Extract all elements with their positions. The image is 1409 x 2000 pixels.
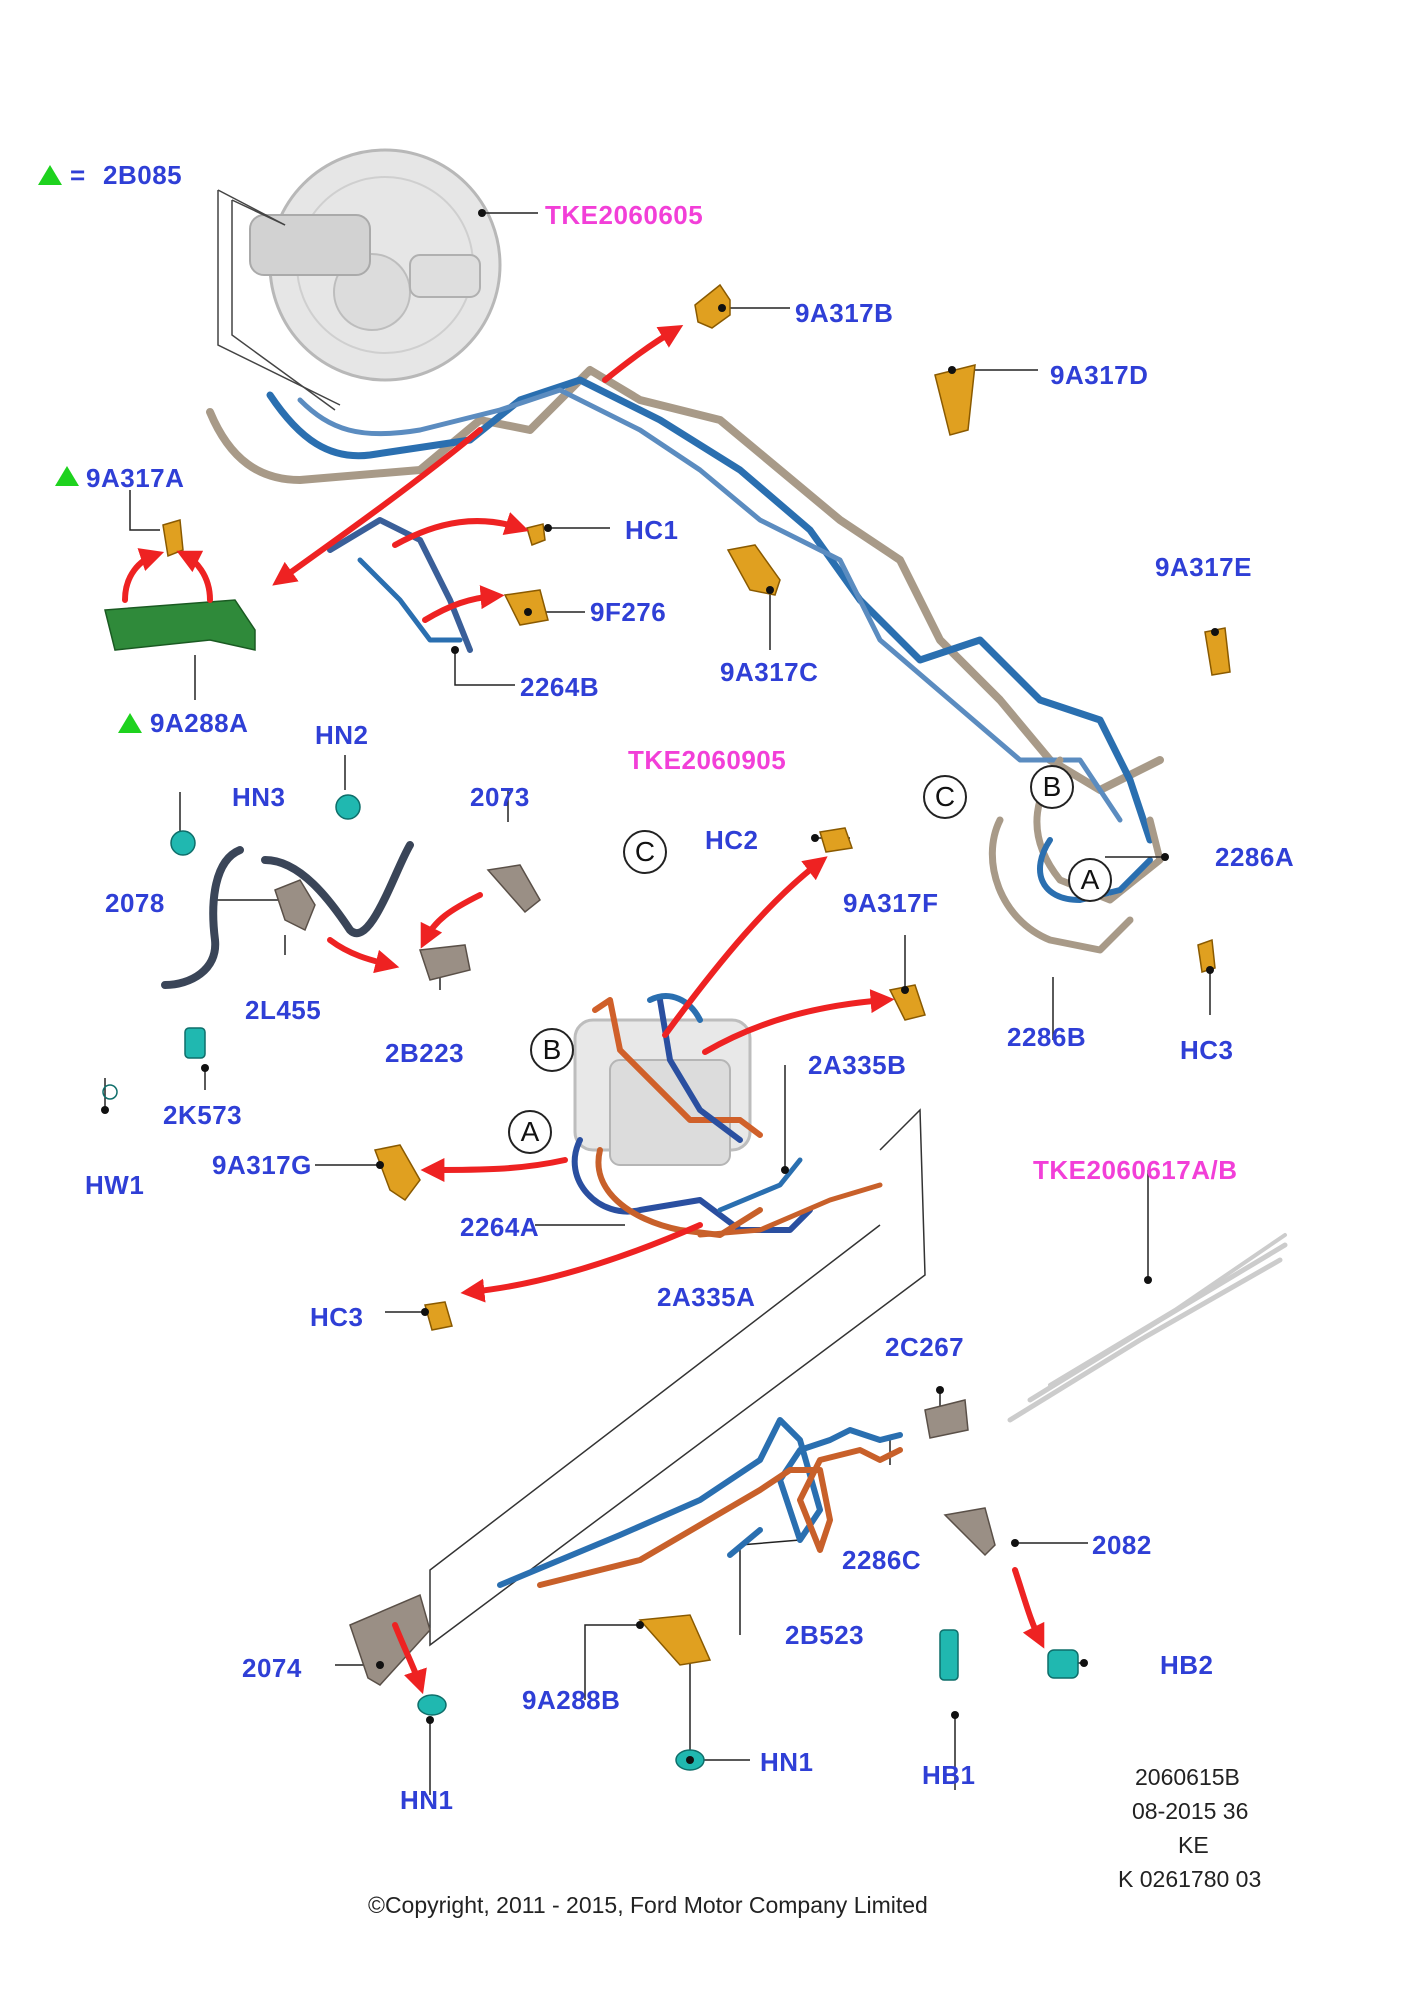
section-marker-a-main: A [1068,858,1112,902]
callout-9A317D[interactable]: 9A317D [1050,360,1149,390]
callout-2286B[interactable]: 2286B [1007,1022,1087,1052]
callout-2B223[interactable]: 2B223 [385,1038,465,1068]
clip-9A317B [694,283,731,329]
bracket-2L455 [274,879,316,932]
washer-HW1 [102,1084,118,1100]
clip-HC1 [526,523,546,546]
callout-HN1-mid[interactable]: HN1 [760,1747,814,1777]
callout-2082[interactable]: 2082 [1092,1530,1152,1560]
clip-9A288B [638,1614,712,1666]
callout-HB2[interactable]: HB2 [1160,1650,1214,1680]
callout-9A317F[interactable]: 9A317F [843,888,939,918]
callout-HC1[interactable]: HC1 [625,515,679,545]
callout-9A288A[interactable]: 9A288A [150,708,249,738]
callout-9A317A[interactable]: 9A317A [86,463,185,493]
callout-HC3-right[interactable]: HC3 [1180,1035,1234,1065]
callout-9A317E[interactable]: 9A317E [1155,552,1252,582]
ref-rear-lines[interactable]: TKE2060617A/B [1033,1155,1238,1185]
callout-HC3-left[interactable]: HC3 [310,1302,364,1332]
callout-9F276[interactable]: 9F276 [590,597,667,627]
leader-dots [101,209,1219,1764]
section-marker-c-abs: C [623,830,667,874]
nut-HN3 [170,830,196,856]
bracket-2073 [486,864,541,914]
clip-HC3-left [424,1301,453,1331]
footer-date: 08-2015 36 [1132,1798,1249,1824]
rear-section-outline [429,1108,926,1647]
callout-9A317B[interactable]: 9A317B [795,298,894,328]
bracket-2B223 [418,944,471,981]
clip-9A317D [934,364,976,436]
nut-HN1-left [417,1694,447,1716]
footer-code: 2060615B [1135,1764,1240,1790]
callout-2073[interactable]: 2073 [470,782,530,812]
callout-HC2[interactable]: HC2 [705,825,759,855]
bracket-2074 [349,1593,431,1686]
callout-HN2[interactable]: HN2 [315,720,369,750]
bolt-HB1 [939,1629,959,1681]
callout-2264A[interactable]: 2264A [460,1212,540,1242]
clip-9F276 [503,589,549,626]
callout-HW1[interactable]: HW1 [85,1170,145,1200]
callout-2286A[interactable]: 2286A [1215,842,1295,872]
footer-region: KE [1178,1832,1209,1858]
clip-9A317G [373,1144,421,1202]
legend-leader-lines [217,189,341,411]
nut-HN2 [335,794,361,820]
footer-ref: K 0261780 03 [1118,1866,1262,1892]
brake-booster [249,148,502,382]
bracket-9A288A [104,599,256,651]
triangle-icon-9A288A [118,713,142,733]
clip-9A317E [1204,627,1231,676]
callout-2K573[interactable]: 2K573 [163,1100,243,1130]
section-marker-c-main: C [923,775,967,819]
legend-equals: = [70,160,86,190]
clip-HC3-right [1197,938,1216,973]
clip-9A317A [162,519,184,558]
ref-abs-unit[interactable]: TKE2060905 [628,745,787,775]
callout-2264B[interactable]: 2264B [520,672,600,702]
callout-HN1-left[interactable]: HN1 [400,1785,454,1815]
bracket-2082 [943,1507,996,1557]
clip-HC2 [819,827,854,853]
footer-copyright: ©Copyright, 2011 - 2015, Ford Motor Comp… [368,1892,928,1918]
callout-2L455[interactable]: 2L455 [245,995,322,1025]
legend-part: 2B085 [103,160,183,190]
legend-triangle-icon [38,165,62,185]
bracket-2C267 [924,1399,969,1439]
front-brake-pipes [206,366,1164,954]
red-arrows [122,325,1045,1695]
fastener-parts [102,794,1079,1771]
section-marker-b-main: B [1030,765,1074,809]
callout-2A335B[interactable]: 2A335B [808,1050,907,1080]
callout-2C267[interactable]: 2C267 [885,1332,965,1362]
callout-2A335A[interactable]: 2A335A [657,1282,756,1312]
callout-HB1[interactable]: HB1 [922,1760,976,1790]
section-marker-b-abs: B [530,1028,574,1072]
clip-parts [162,283,1231,1666]
ref-booster[interactable]: TKE2060605 [545,200,704,230]
bracket-parts [104,599,996,1686]
bolt-HB2 [1047,1649,1079,1679]
callout-2078[interactable]: 2078 [105,888,165,918]
callout-HN3[interactable]: HN3 [232,782,286,812]
bolt-2K573 [184,1027,206,1059]
callout-9A317G[interactable]: 9A317G [212,1150,312,1180]
callout-2074[interactable]: 2074 [242,1653,302,1683]
triangle-icon-9A317A [55,466,79,486]
callout-9A288B[interactable]: 9A288B [522,1685,621,1715]
callout-9A317C[interactable]: 9A317C [720,657,819,687]
callout-2286C[interactable]: 2286C [842,1545,922,1575]
section-marker-a-abs: A [508,1110,552,1154]
callout-2B523[interactable]: 2B523 [785,1620,865,1650]
clip-9A317C [726,544,781,596]
rear-brake-pipes [497,1233,1288,1588]
flexible-hose-2078 [161,841,414,989]
